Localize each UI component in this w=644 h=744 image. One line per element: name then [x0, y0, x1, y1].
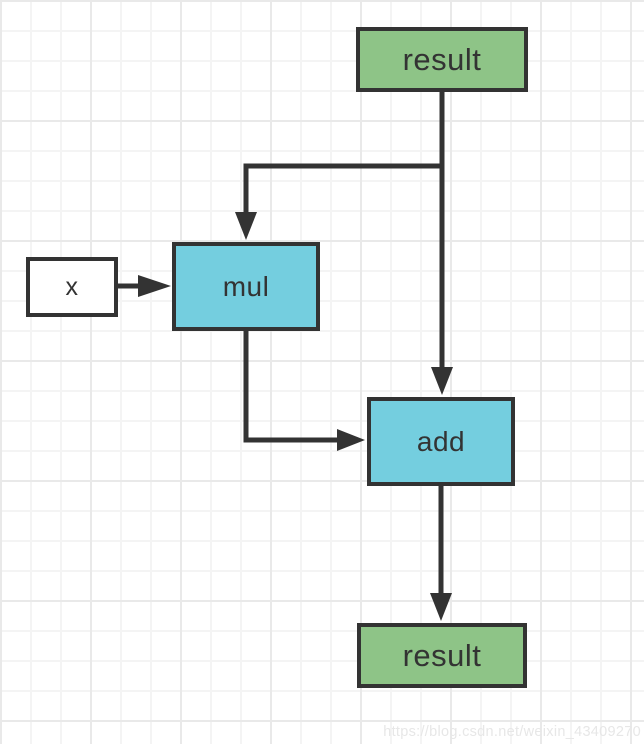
node-add-label: add — [416, 425, 466, 457]
watermark: https://blog.csdn.net/weixin_43409270 — [383, 724, 641, 740]
node-result-top-label: result — [402, 41, 482, 77]
node-add: add — [367, 397, 515, 486]
edge-result-top-to-mul — [243, 163, 442, 214]
arrowhead-into-add-left — [337, 429, 365, 451]
node-mul-label: mul — [222, 270, 270, 302]
arrowhead-into-mul-top — [235, 212, 257, 240]
node-x: x — [26, 257, 118, 317]
arrowhead-into-add-top — [431, 367, 453, 395]
node-x-label: x — [65, 272, 79, 301]
edge-mul-to-add — [243, 331, 339, 443]
arrowhead-into-mul-left — [138, 275, 171, 297]
arrowhead-into-result-bottom — [430, 593, 452, 621]
node-mul: mul — [172, 242, 320, 331]
node-result-bottom: result — [357, 623, 527, 688]
node-result-bottom-label: result — [402, 637, 482, 673]
node-result-top: result — [356, 27, 528, 92]
